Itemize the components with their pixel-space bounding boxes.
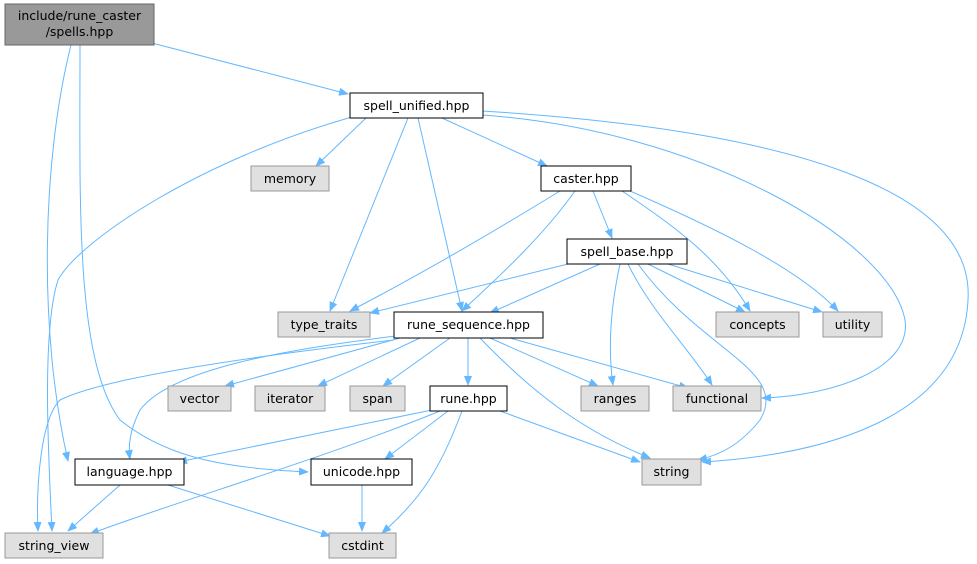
node-caster-label: caster.hpp bbox=[553, 171, 618, 186]
node-ranges[interactable]: ranges bbox=[580, 385, 650, 412]
edge-language-string-view bbox=[67, 484, 121, 532]
edge-caster-spell-base bbox=[592, 190, 613, 239]
edge-unified-type-traits bbox=[329, 117, 409, 312]
node-rune-hpp[interactable]: rune.hpp bbox=[429, 385, 508, 412]
node-functional[interactable]: functional bbox=[672, 385, 762, 412]
edge-root-spell-unified bbox=[151, 42, 349, 96]
node-concepts[interactable]: concepts bbox=[715, 311, 800, 338]
edge-language-cstdint bbox=[167, 484, 331, 538]
edges-layer bbox=[33, 42, 969, 538]
node-memory[interactable]: memory bbox=[250, 165, 330, 192]
edge-unified-rune-sequence bbox=[417, 117, 464, 312]
node-rune-sequence-label: rune_sequence.hpp bbox=[407, 317, 530, 332]
edge-unified-string-view bbox=[47, 116, 353, 532]
edge-caster-rune-sequence bbox=[461, 190, 576, 312]
node-string-view[interactable]: string_view bbox=[4, 532, 104, 559]
node-type-traits[interactable]: type_traits bbox=[277, 311, 371, 338]
node-string[interactable]: string bbox=[641, 458, 702, 486]
edge-base-rune-sequence bbox=[489, 263, 601, 314]
edge-seq-span bbox=[382, 337, 451, 387]
edge-unified-string bbox=[481, 110, 969, 466]
nodes-layer: include/rune_caster /spells.hpp spell_un… bbox=[4, 3, 883, 559]
edge-seq-vector bbox=[224, 337, 401, 388]
edge-seq-iterator bbox=[317, 337, 421, 387]
edge-seq-functional bbox=[509, 337, 689, 390]
edge-unified-caster bbox=[441, 117, 548, 167]
edge-caster-type-traits bbox=[349, 190, 561, 312]
edge-rune-cstdint bbox=[381, 410, 463, 534]
node-spell-base-label: spell_base.hpp bbox=[581, 244, 674, 259]
node-spell-unified-label: spell_unified.hpp bbox=[364, 98, 470, 113]
node-root-label-line2: /spells.hpp bbox=[46, 24, 114, 39]
edge-rune-string-view bbox=[89, 410, 441, 535]
node-span-label: span bbox=[362, 391, 392, 406]
edge-seq-ranges bbox=[489, 337, 599, 387]
node-cstdint[interactable]: cstdint bbox=[328, 532, 397, 559]
node-caster-hpp[interactable]: caster.hpp bbox=[540, 165, 632, 192]
edge-rune-language bbox=[177, 409, 433, 465]
node-utility[interactable]: utility bbox=[822, 311, 883, 338]
node-language-label: language.hpp bbox=[87, 464, 173, 479]
node-iterator[interactable]: iterator bbox=[254, 385, 326, 412]
node-root-label-line1: include/rune_caster bbox=[18, 8, 142, 23]
node-unicode-label: unicode.hpp bbox=[323, 464, 400, 479]
edge-base-type-traits bbox=[369, 263, 569, 315]
edge-base-functional bbox=[627, 263, 713, 386]
node-spell-base-hpp[interactable]: spell_base.hpp bbox=[566, 238, 688, 265]
edge-unified-memory bbox=[315, 117, 367, 167]
edge-base-ranges bbox=[607, 263, 621, 386]
node-rune-label: rune.hpp bbox=[440, 391, 497, 406]
edge-rune-unicode bbox=[384, 410, 449, 460]
edge-rune-string bbox=[499, 410, 641, 463]
edge-base-utility bbox=[667, 263, 823, 314]
edge-seq-string bbox=[479, 337, 651, 459]
node-concepts-label: concepts bbox=[729, 317, 785, 332]
edge-base-concepts bbox=[647, 263, 746, 313]
node-iterator-label: iterator bbox=[267, 391, 314, 406]
node-functional-label: functional bbox=[686, 391, 748, 406]
edge-base-string bbox=[637, 263, 767, 462]
edge-root-language bbox=[46, 44, 72, 462]
node-string-label: string bbox=[654, 464, 690, 479]
node-memory-label: memory bbox=[264, 171, 317, 186]
node-span[interactable]: span bbox=[349, 385, 406, 412]
node-spell-unified-hpp[interactable]: spell_unified.hpp bbox=[349, 92, 484, 119]
edge-unified-functional bbox=[481, 114, 906, 402]
node-unicode-hpp[interactable]: unicode.hpp bbox=[310, 458, 413, 486]
edge-seq-string-view bbox=[33, 339, 395, 532]
node-string-view-label: string_view bbox=[19, 538, 90, 553]
edge-root-unicode bbox=[79, 44, 309, 476]
node-cstdint-label: cstdint bbox=[341, 538, 384, 553]
node-utility-label: utility bbox=[835, 317, 871, 332]
node-vector-label: vector bbox=[180, 391, 221, 406]
node-language-hpp[interactable]: language.hpp bbox=[74, 458, 185, 486]
node-type-traits-label: type_traits bbox=[291, 317, 358, 332]
node-rune-sequence-hpp[interactable]: rune_sequence.hpp bbox=[393, 311, 544, 339]
edge-caster-utility bbox=[629, 190, 839, 312]
node-ranges-label: ranges bbox=[594, 391, 637, 406]
node-root-spells-hpp[interactable]: include/rune_caster /spells.hpp bbox=[4, 3, 155, 46]
node-vector[interactable]: vector bbox=[167, 385, 232, 412]
edge-caster-concepts bbox=[621, 190, 751, 312]
